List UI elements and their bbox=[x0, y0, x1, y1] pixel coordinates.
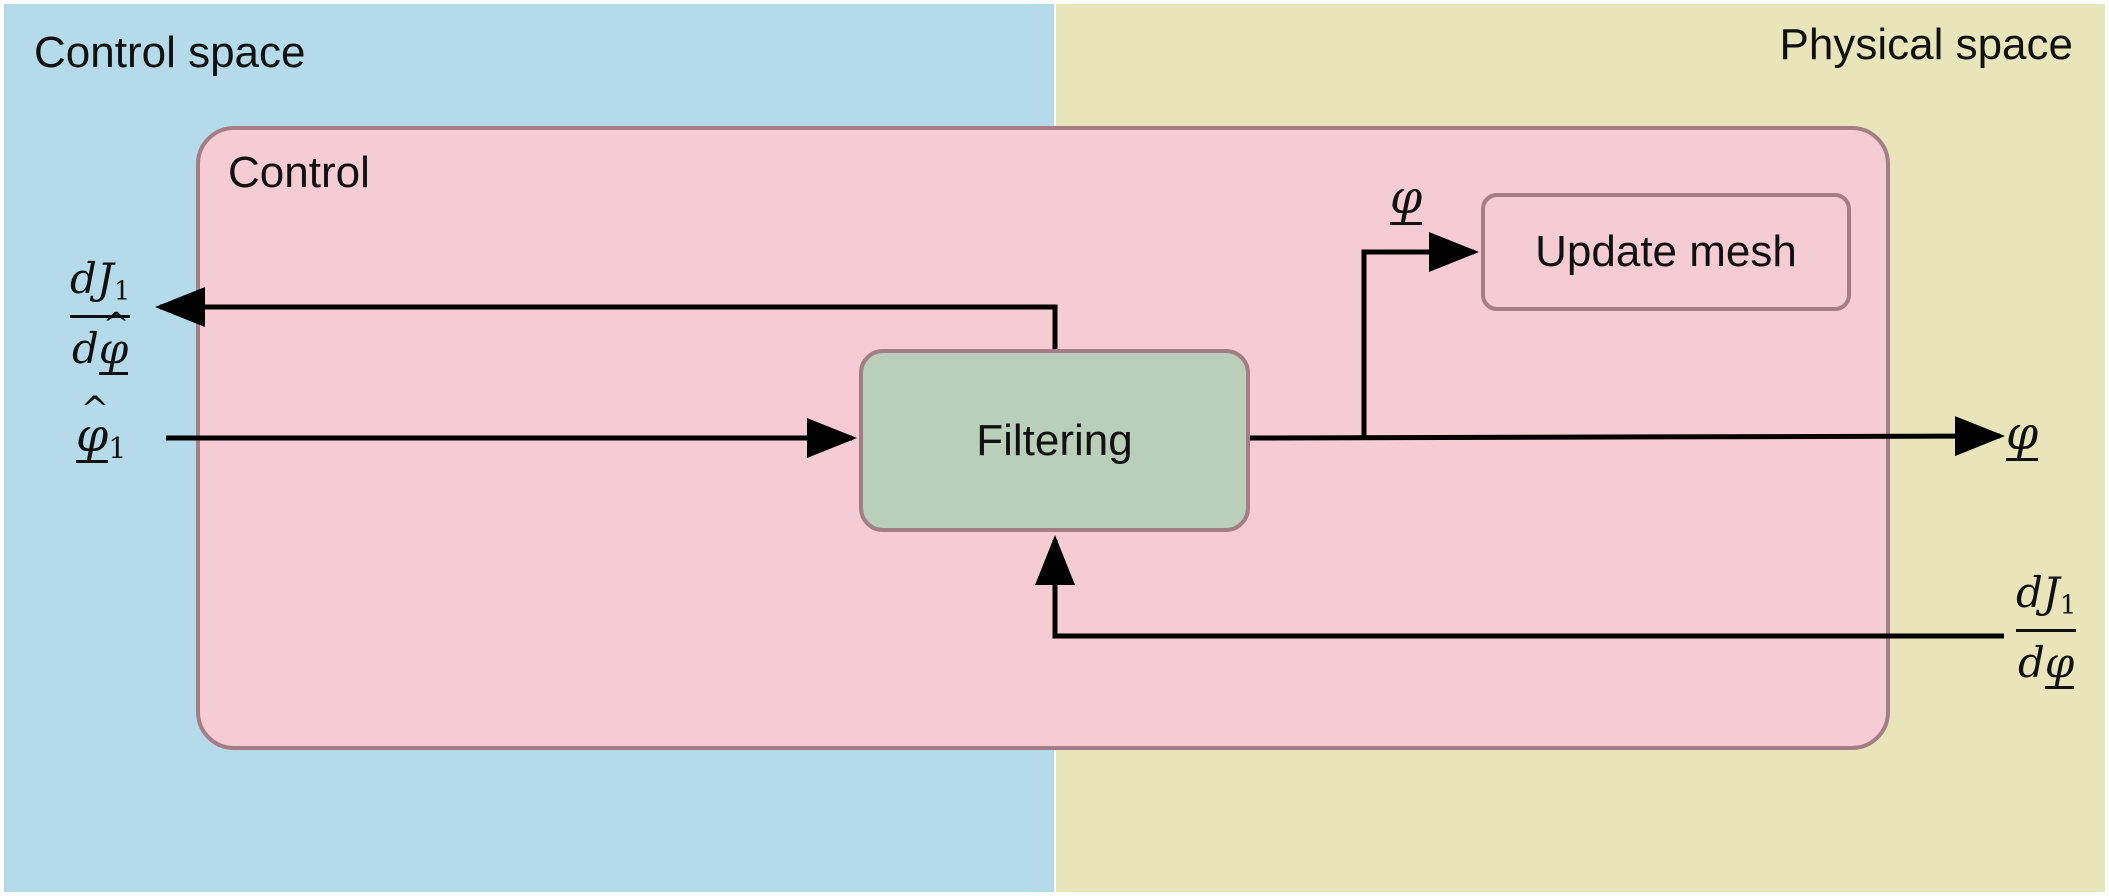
wire-to-update-mesh bbox=[1361, 232, 1479, 438]
phi-mesh-label: φ bbox=[1390, 170, 1423, 225]
wire-gradient-physical bbox=[1035, 535, 2004, 639]
filtering-label: Filtering bbox=[976, 415, 1133, 465]
gradient-control-label: dJ1 dφ bbox=[70, 254, 131, 375]
phi-output-label: φ bbox=[2006, 406, 2039, 461]
gradient-physical-denominator: dφ bbox=[2017, 637, 2075, 689]
wire-gradient-control bbox=[155, 287, 1058, 349]
gradient-control-denominator: dφ bbox=[72, 327, 129, 375]
wire-phi-output bbox=[1249, 416, 2005, 457]
control-space-label: Control space bbox=[34, 28, 306, 77]
control-box-label: Control bbox=[228, 148, 370, 197]
update-mesh-label: Update mesh bbox=[1535, 227, 1797, 276]
filtering-block: Filtering bbox=[859, 349, 1250, 532]
update-mesh-block: Update mesh bbox=[1481, 193, 1851, 311]
phi-hat-1-label: φ1 bbox=[76, 412, 126, 464]
gradient-physical-numerator: dJ1 bbox=[2016, 568, 2077, 621]
gradient-control-numerator: dJ1 bbox=[70, 254, 131, 307]
gradient-physical-label: dJ1 dφ bbox=[2016, 568, 2077, 689]
fraction-bar bbox=[2016, 628, 2077, 632]
physical-space-label: Physical space bbox=[1779, 20, 2073, 69]
fraction-bar bbox=[70, 314, 131, 318]
